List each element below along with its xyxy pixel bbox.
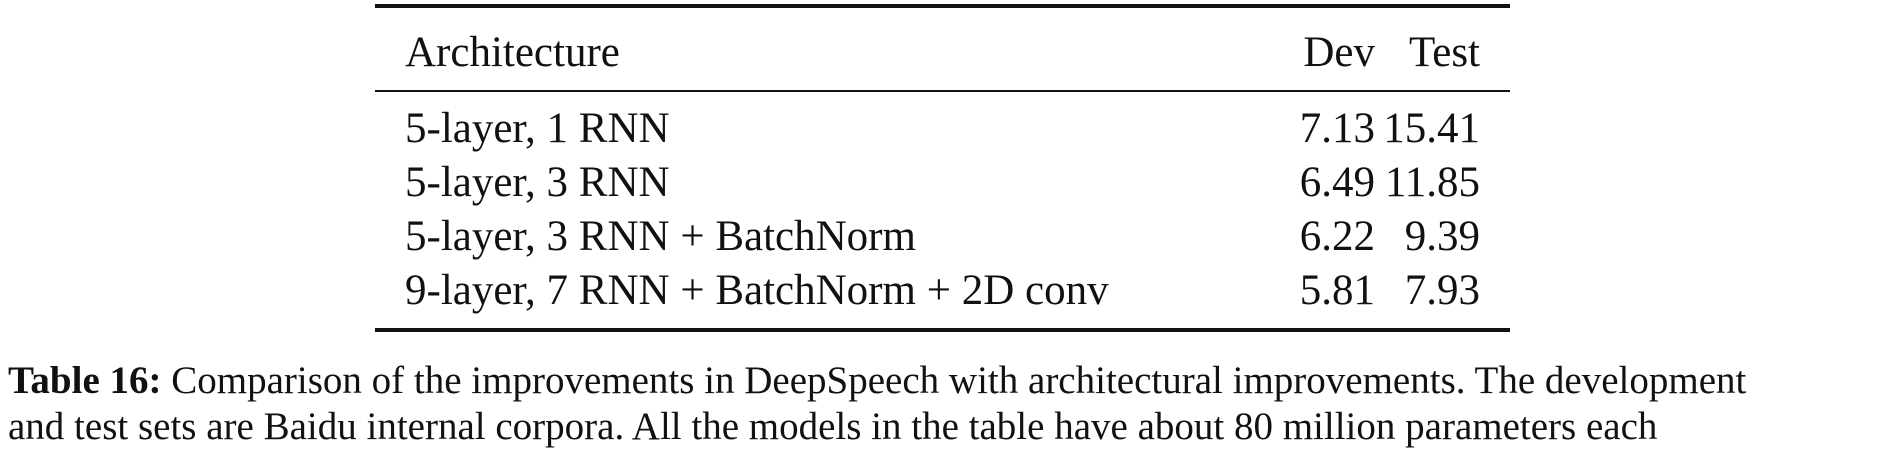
cell-architecture: 9-layer, 7 RNN + BatchNorm + 2D conv — [405, 267, 1109, 314]
cell-architecture: 5-layer, 3 RNN — [405, 159, 670, 206]
cell-dev: 6.49 — [1299, 159, 1375, 206]
results-table-body: 5-layer, 1 RNN 7.13 15.41 5-layer, 3 RNN… — [375, 92, 1510, 328]
cell-architecture: 5-layer, 3 RNN + BatchNorm — [405, 213, 916, 260]
cell-test: 15.41 — [1383, 105, 1480, 152]
results-table: Architecture Dev Test — [375, 8, 1510, 90]
cell-dev: 6.22 — [1299, 213, 1375, 260]
caption-text-line-1: Comparison of the improvements in DeepSp… — [171, 359, 1747, 402]
caption-label: Table 16: — [8, 359, 162, 402]
table-row: 5-layer, 3 RNN + BatchNorm 6.22 9.39 — [375, 210, 1510, 264]
table-header-row: Architecture Dev Test — [375, 8, 1510, 90]
cell-test: 7.93 — [1404, 267, 1480, 314]
caption-line-1: Table 16: Comparison of the improvements… — [8, 358, 1888, 404]
header-architecture: Architecture — [405, 29, 620, 76]
table-row: 5-layer, 1 RNN 7.13 15.41 — [375, 92, 1510, 156]
table-top-rule — [375, 4, 1510, 8]
results-table-container: Architecture Dev Test 5-layer, 1 RNN 7.1… — [375, 4, 1510, 332]
header-dev: Dev — [1303, 29, 1375, 76]
table-mid-rule — [375, 90, 1510, 92]
cell-dev: 5.81 — [1299, 267, 1375, 314]
table-row: 5-layer, 3 RNN 6.49 11.85 — [375, 156, 1510, 210]
table-bottom-rule — [375, 328, 1510, 332]
cell-test: 9.39 — [1404, 213, 1480, 260]
cell-architecture: 5-layer, 1 RNN — [405, 105, 670, 152]
table-row: 9-layer, 7 RNN + BatchNorm + 2D conv 5.8… — [375, 264, 1510, 328]
table-caption: Table 16: Comparison of the improvements… — [8, 358, 1888, 450]
header-test: Test — [1408, 29, 1480, 76]
caption-text-line-2: and test sets are Baidu internal corpora… — [8, 405, 1658, 448]
cell-test: 11.85 — [1384, 159, 1480, 206]
cell-dev: 7.13 — [1299, 105, 1375, 152]
